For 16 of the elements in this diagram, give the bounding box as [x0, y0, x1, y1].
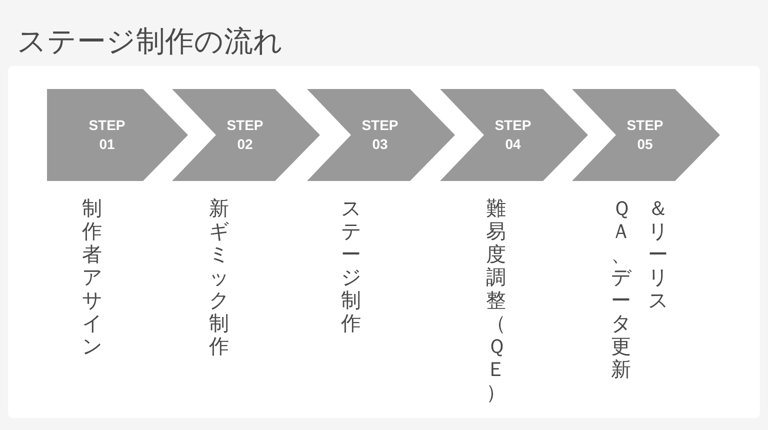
process-step: [307, 89, 455, 181]
process-step: [172, 89, 320, 181]
step-description: 制作者アサイン: [82, 197, 102, 358]
step-description: 難易度調整（ＱＥ）: [486, 197, 506, 404]
slide-title: ステージ制作の流れ: [17, 23, 283, 60]
step-label: STEP 04: [494, 116, 532, 154]
process-step: [572, 89, 720, 181]
step-label: STEP 03: [360, 116, 400, 154]
step-label: STEP 05: [626, 116, 664, 154]
step-label: STEP 02: [226, 116, 264, 154]
process-step: [47, 89, 188, 181]
process-step: [440, 89, 588, 181]
step-description: ステージ制作: [341, 197, 361, 335]
step-label: STEP 01: [88, 116, 126, 154]
step-description: ＱＡ、データ更新＆リーリス: [611, 197, 668, 381]
step-description: 新ギミック制作: [209, 197, 229, 358]
